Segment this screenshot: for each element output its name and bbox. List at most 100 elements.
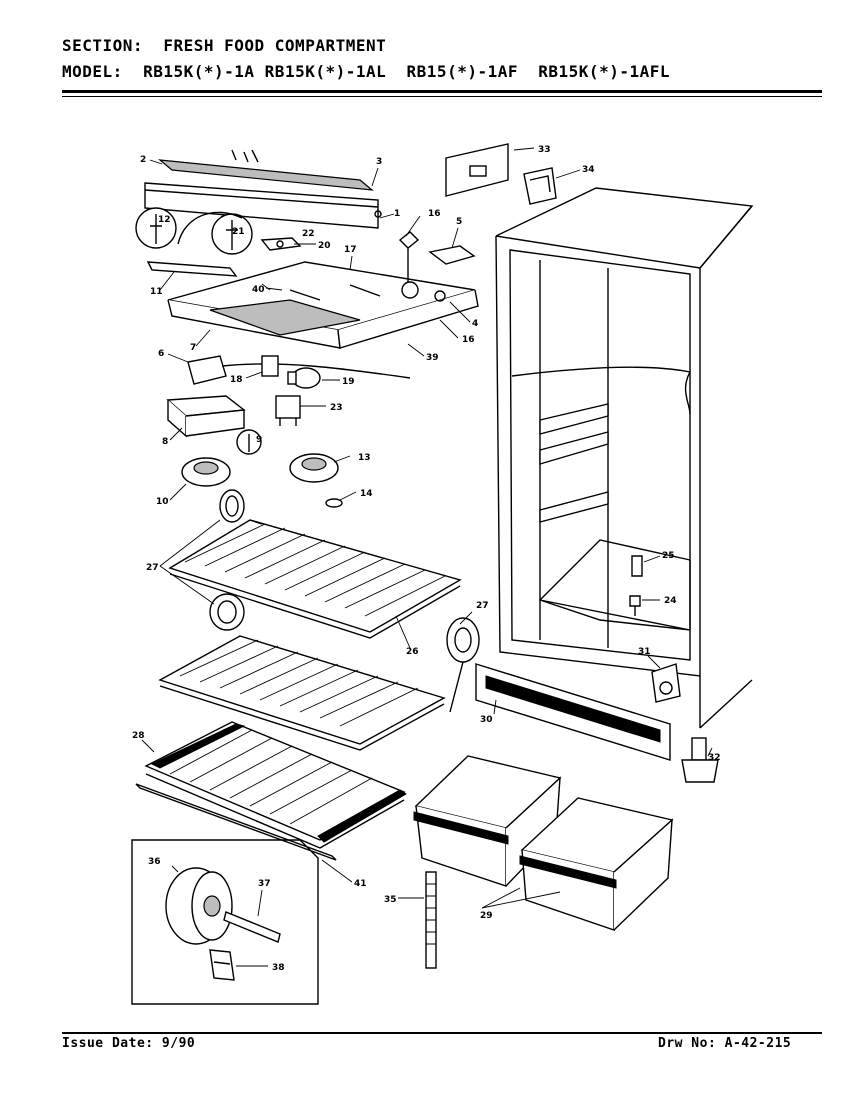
- model-4: RB15K(*)-1AFL: [538, 62, 670, 81]
- part-label-29: 29: [480, 911, 493, 921]
- leveling-leg-32-part: [681, 737, 719, 783]
- crisper-drawer-left-part: [413, 755, 562, 887]
- issue-date: Issue Date: 9/90: [62, 1036, 195, 1051]
- part-label-39: 39: [426, 353, 439, 363]
- header-rule-thin: [62, 96, 822, 97]
- air-duct-part: [398, 231, 420, 282]
- shelf-end-cap-part: [209, 593, 245, 631]
- part-label-35: 35: [384, 895, 397, 905]
- wheel-36-part: [165, 867, 233, 945]
- part-label-7: 7: [190, 343, 196, 353]
- part-label-11: 11: [150, 287, 163, 297]
- grille-30-part: [475, 663, 671, 761]
- part-label-24: 24: [664, 596, 677, 606]
- lower-wire-shelf-part: [158, 635, 446, 751]
- model-heading: MODEL: RB15K(*)-1A RB15K(*)-1AL RB15(*)-…: [62, 62, 670, 81]
- part-label-16b: 16: [462, 335, 475, 345]
- issue-value: 9/90: [161, 1036, 196, 1051]
- shelf-support-part: [219, 489, 245, 523]
- detail-circle-12: [135, 207, 177, 249]
- part-label-12: 12: [158, 215, 171, 225]
- clip-38-part: [209, 949, 235, 981]
- model-2: RB15K(*)-1AL: [264, 62, 387, 81]
- detail-circle-21: [177, 211, 253, 255]
- drawing-number: Drw No: A-42-215: [658, 1036, 791, 1051]
- part-label-5: 5: [456, 217, 462, 227]
- part-label-1: 1: [394, 209, 400, 219]
- part-label-26: 26: [406, 647, 419, 657]
- section-value: FRESH FOOD COMPARTMENT: [163, 36, 387, 55]
- header-rule-thick: [62, 90, 822, 93]
- axle-37-part: [223, 911, 281, 943]
- front-trim-part: [158, 149, 374, 191]
- thermostat-part: [187, 355, 411, 385]
- part-label-41: 41: [354, 879, 367, 889]
- shelf-pin-25-part: [631, 555, 643, 577]
- part-label-30: 30: [480, 715, 493, 725]
- part-label-36: 36: [148, 857, 161, 867]
- upper-wire-shelf-part: [168, 519, 462, 639]
- part-label-20: 20: [318, 241, 331, 251]
- part-label-25: 25: [662, 551, 675, 561]
- footer-rule: [62, 1032, 822, 1034]
- part-label-40: 40: [252, 285, 265, 295]
- part-number-labels: 2 3 1 16 5 12 21 22 20 17 11 40 4 16 39 …: [132, 145, 721, 973]
- damper-part: [428, 245, 476, 265]
- model-label: MODEL:: [62, 62, 123, 81]
- cabinet-part: [495, 187, 754, 729]
- screw-24-part: [629, 595, 641, 616]
- control-housing-part: [167, 261, 479, 349]
- part-label-16: 16: [428, 209, 441, 219]
- part-label-14: 14: [360, 489, 373, 499]
- part-label-21: 21: [232, 227, 245, 237]
- part-label-37: 37: [258, 879, 271, 889]
- part-label-23: 23: [330, 403, 343, 413]
- part-label-18: 18: [230, 375, 243, 385]
- light-socket-part: [261, 355, 279, 377]
- part-label-22: 22: [302, 229, 315, 239]
- switch-plate-part: [260, 237, 302, 251]
- part-label-19: 19: [342, 377, 355, 387]
- part-label-34: 34: [582, 165, 595, 175]
- part-label-4: 4: [472, 319, 478, 329]
- support-rod-35-part: [425, 871, 437, 969]
- part-label-13: 13: [358, 453, 371, 463]
- issue-label: Issue Date:: [62, 1036, 154, 1051]
- section-heading: SECTION: FRESH FOOD COMPARTMENT: [62, 36, 386, 55]
- part-label-28: 28: [132, 731, 145, 741]
- hinge-bracket-31-part: [651, 663, 681, 703]
- part-label-32: 32: [708, 753, 721, 763]
- part-label-33: 33: [538, 145, 551, 155]
- switch-housing-part: [166, 395, 246, 438]
- part-label-17: 17: [344, 245, 357, 255]
- inset-detail-box: [131, 839, 319, 1005]
- crisper-drawer-right-part: [519, 797, 674, 931]
- section-label: SECTION:: [62, 36, 144, 55]
- model-3: RB15(*)-1AF: [406, 62, 518, 81]
- part-label-27a: 27: [146, 563, 159, 573]
- part-label-2: 2: [140, 155, 146, 165]
- shelf-end-cap-right-part: [446, 617, 480, 713]
- crisper-front-rail-part: [135, 783, 337, 861]
- part-label-3: 3: [376, 157, 382, 167]
- light-bulb-part: [287, 367, 321, 389]
- part-label-31: 31: [638, 647, 651, 657]
- cap-14-part: [325, 498, 343, 508]
- drawing-label: Drw No:: [658, 1036, 717, 1051]
- part-label-6: 6: [158, 349, 164, 359]
- leader-lines: [141, 147, 713, 967]
- part-label-27b: 27: [476, 601, 489, 611]
- roller-10-part: [181, 457, 231, 487]
- model-1: RB15K(*)-1A: [143, 62, 255, 81]
- part-label-10: 10: [156, 497, 169, 507]
- part-label-38: 38: [272, 963, 285, 973]
- drawing-value: A-42-215: [724, 1036, 792, 1051]
- roller-13-part: [289, 453, 339, 483]
- top-bracket-part: [144, 182, 382, 229]
- crisper-cover-part: [144, 721, 407, 849]
- wire-clip-part: [146, 261, 238, 277]
- relay-part: [275, 395, 301, 426]
- hinge-34-part: [523, 167, 557, 205]
- part-label-9: 9: [256, 435, 262, 445]
